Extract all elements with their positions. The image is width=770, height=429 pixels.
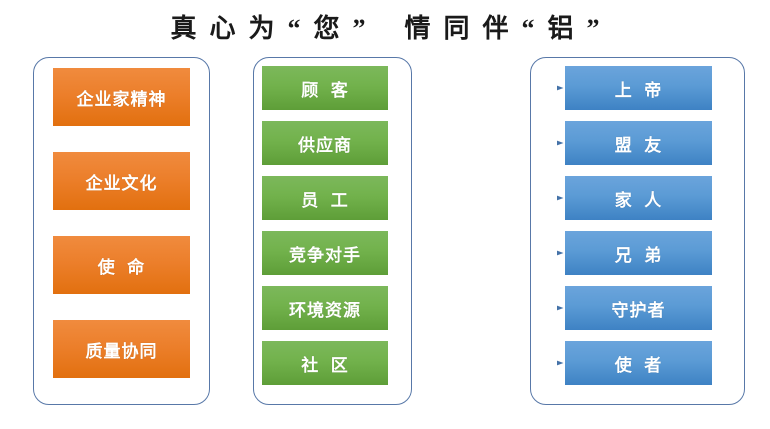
values-node-2[interactable]: 企业文化 xyxy=(53,152,190,210)
roles-node-5[interactable]: 守护者 xyxy=(565,286,712,330)
values-node-3[interactable]: 使 命 xyxy=(53,236,190,294)
values-node-1[interactable]: 企业家精神 xyxy=(53,68,190,126)
stakeholders-node-1[interactable]: 顾 客 xyxy=(262,66,388,110)
stakeholders-node-6[interactable]: 社 区 xyxy=(262,341,388,385)
values-node-label: 企业家精神 xyxy=(76,89,167,109)
roles-node-label: 上 帝 xyxy=(614,80,663,100)
stakeholders-node-3[interactable]: 员 工 xyxy=(262,176,388,220)
roles-node-label: 家 人 xyxy=(614,190,663,210)
stakeholders-node-2[interactable]: 供应商 xyxy=(262,121,388,165)
roles-node-1[interactable]: 上 帝 xyxy=(565,66,712,110)
roles-node-label: 使 者 xyxy=(614,355,663,375)
stakeholders-node-label: 供应商 xyxy=(298,135,352,155)
stakeholders-node-5[interactable]: 环境资源 xyxy=(262,286,388,330)
stakeholders-node-label: 竞争对手 xyxy=(289,245,361,265)
roles-node-label: 守护者 xyxy=(611,300,666,320)
roles-node-2[interactable]: 盟 友 xyxy=(565,121,712,165)
values-node-4[interactable]: 质量协同 xyxy=(53,320,190,378)
values-node-label: 质量协同 xyxy=(85,341,158,361)
stakeholders-node-label: 环境资源 xyxy=(289,300,361,320)
roles-node-label: 盟 友 xyxy=(614,135,663,155)
values-node-label: 企业文化 xyxy=(85,173,158,193)
stakeholders-node-label: 员 工 xyxy=(301,190,349,210)
values-panel xyxy=(33,57,210,405)
roles-node-4[interactable]: 兄 弟 xyxy=(565,231,712,275)
stakeholders-node-label: 顾 客 xyxy=(301,80,349,100)
stakeholders-node-4[interactable]: 竞争对手 xyxy=(262,231,388,275)
stakeholders-panel xyxy=(253,57,412,405)
page-title: 真 心 为 “ 您 ” 情 同 伴 “ 铝 ” xyxy=(170,14,600,43)
values-node-label: 使 命 xyxy=(97,257,146,277)
stakeholders-node-label: 社 区 xyxy=(301,355,349,375)
roles-node-label: 兄 弟 xyxy=(614,245,663,265)
roles-panel xyxy=(530,57,745,405)
roles-node-6[interactable]: 使 者 xyxy=(565,341,712,385)
roles-node-3[interactable]: 家 人 xyxy=(565,176,712,220)
